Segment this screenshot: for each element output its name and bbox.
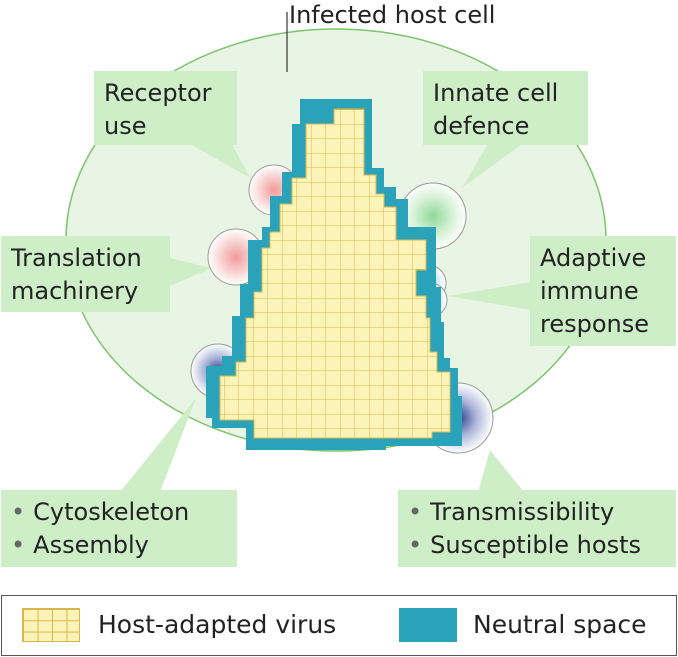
pointer-translation [170, 258, 212, 286]
label-line: Receptor [104, 79, 212, 107]
pointer-innate [462, 144, 522, 188]
label-line: Susceptible hosts [408, 529, 666, 562]
label-line: Innate cell [433, 79, 559, 107]
pointer-cyto [120, 398, 196, 492]
legend-label-neutral: Neutral space [473, 610, 647, 639]
diagram-title: Infected host cell [289, 1, 496, 29]
pointer-trans [478, 450, 524, 492]
label-cytoskeleton-assembly: Cytoskeleton Assembly [1, 490, 237, 567]
label-line: machinery [11, 277, 139, 305]
label-line: response [540, 310, 650, 338]
legend: Host-adapted virus Neutral space [1, 595, 677, 656]
legend-swatch-neutral [399, 608, 457, 642]
host-adapted-virus [219, 108, 451, 439]
label-innate-cell-defence: Innate cell defence [423, 71, 588, 145]
label-adaptive-immune-response: Adaptive immune response [530, 236, 676, 346]
label-line: Transmissibility [408, 496, 666, 529]
pointer-receptor [190, 144, 250, 178]
label-line: Translation [11, 244, 142, 272]
legend-swatch-virus [22, 608, 80, 642]
label-line: Adaptive [540, 244, 647, 272]
label-line: use [104, 112, 147, 140]
label-receptor-use: Receptor use [94, 71, 237, 145]
label-translation-machinery: Translation machinery [1, 236, 170, 312]
label-transmissibility-hosts: Transmissibility Susceptible hosts [398, 490, 676, 567]
label-line: immune [540, 277, 639, 305]
pointer-adaptive [448, 282, 530, 310]
label-line: Cytoskeleton [11, 496, 227, 529]
label-line: defence [433, 112, 530, 140]
legend-label-virus: Host-adapted virus [98, 610, 337, 639]
label-line: Assembly [11, 529, 227, 562]
